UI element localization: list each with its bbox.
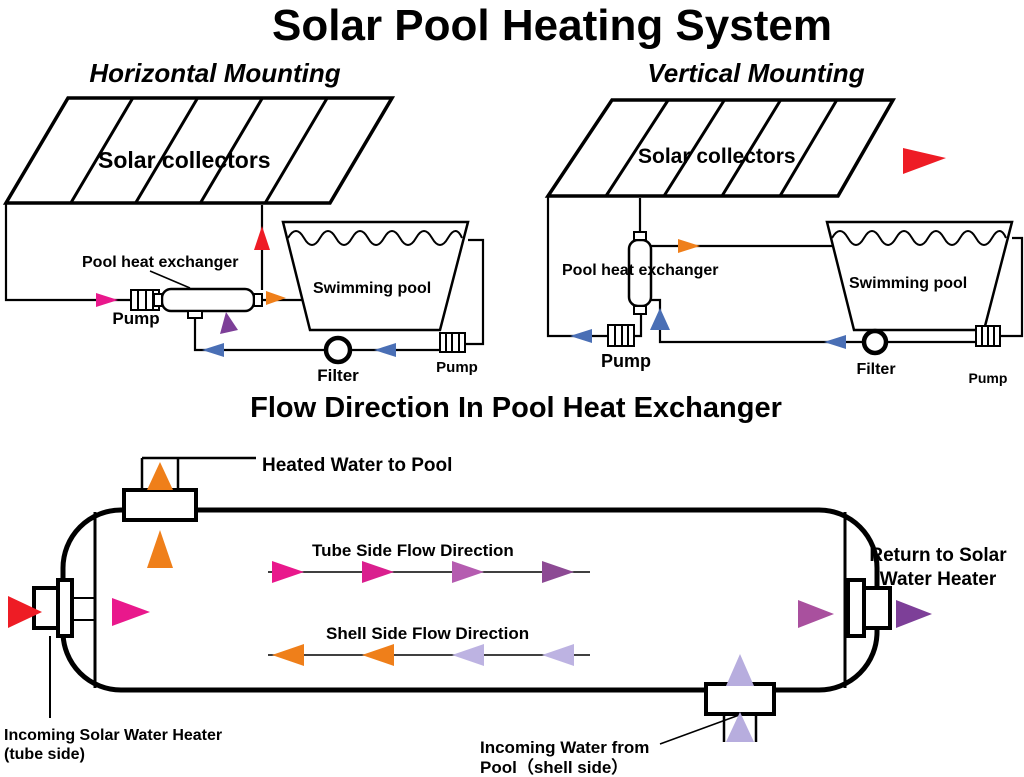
heated-water-label: Heated Water to Pool (262, 455, 452, 476)
collectors-label: Solar collectors (98, 147, 271, 173)
inlet-arrow-right (112, 598, 150, 626)
solar-collector-panel (2, 96, 396, 205)
flow-arrow-up (254, 226, 270, 250)
tube-flow-arrow (272, 561, 304, 583)
pump-label: Pump (112, 309, 159, 328)
shell-flow-arrow (542, 644, 574, 666)
return-label-line1: Return to Solar (869, 545, 1007, 566)
tube-sheet-lines (93, 512, 847, 688)
right-port-stub (862, 586, 892, 630)
bottom-port-flange (704, 682, 776, 716)
pump-label: Pump (601, 351, 651, 371)
flow-arrow-right (96, 293, 118, 307)
flow-arrow-up (220, 312, 238, 334)
inlet-arrow-right (8, 596, 42, 628)
page-title: Solar Pool Heating System (272, 1, 832, 50)
pool-water-line (831, 230, 1007, 246)
left-port-tube (72, 597, 96, 621)
flow-arrow-left (570, 329, 592, 343)
top-port-pipe (140, 456, 256, 490)
flow-arrow-left (374, 343, 396, 357)
pool-label: Swimming pool (849, 275, 967, 292)
vertical-heading: Vertical Mounting (647, 58, 864, 88)
pump-label: Pump (969, 370, 1008, 386)
pump-hatch (614, 325, 629, 346)
pump-hatch (445, 333, 460, 352)
tube-flow-arrow (542, 561, 574, 583)
outlet-arrow-up (147, 462, 173, 490)
incoming-pool-label-line1: Incoming Water from (480, 738, 649, 757)
vertical-mounting-diagram: Vertical Mounting Solar collectors Pool … (544, 58, 1024, 386)
top-port-flange (122, 488, 198, 522)
filter-label: Filter (856, 361, 895, 378)
heat-exchanger-label: Pool heat exchanger (82, 254, 239, 271)
swimming-pool (281, 220, 470, 332)
heat-exchanger-label: Pool heat exchanger (562, 262, 719, 279)
shell-side-label: Shell Side Flow Direction (326, 624, 529, 643)
pump-label: Pump (436, 359, 478, 376)
tube-flow-arrow (452, 561, 484, 583)
collectors-label: Solar collectors (638, 145, 796, 168)
heat-exchanger-end-cap (633, 305, 647, 315)
flow-arrow-up (650, 308, 670, 330)
right-port-flange (846, 578, 866, 638)
left-port-stub (32, 586, 60, 630)
shell-flow-arrow (272, 644, 304, 666)
label-pointer-line (659, 713, 743, 745)
incoming-pool-label-line2: Pool（shell side） (480, 757, 628, 777)
inlet-arrow-up (726, 712, 754, 742)
flow-arrow-left (202, 343, 224, 357)
flow-arrow-left (824, 335, 846, 349)
horizontal-heading: Horizontal Mounting (89, 58, 340, 88)
collector-cell-dividers (69, 97, 329, 204)
outlet-arrow-up (147, 530, 173, 568)
heat-exchanger-end-cap (633, 231, 647, 241)
return-label-line2: Water Heater (880, 569, 997, 590)
inlet-arrow-up (726, 654, 754, 686)
incoming-solar-label-line1: Incoming Solar Water Heater (4, 727, 222, 744)
pipes (546, 196, 1024, 344)
shell-flow-arrow (362, 644, 394, 666)
collector-cell-dividers (604, 99, 839, 197)
flow-heading: Flow Direction In Pool Heat Exchanger (250, 392, 782, 424)
tube-flow-arrow (362, 561, 394, 583)
filter-icon (861, 328, 889, 356)
pool-label: Swimming pool (313, 280, 431, 297)
horizontal-mounting-diagram: Horizontal Mounting Solar collectors Pum… (2, 58, 485, 385)
heat-exchanger-stub (187, 310, 203, 319)
heat-exchanger-end-cap (253, 293, 263, 307)
flow-arrow-right (678, 239, 700, 253)
outlet-arrow-right (896, 600, 932, 628)
solar-collector-panel (544, 98, 897, 198)
flow-arrow-right (903, 148, 946, 174)
label-pointer-line (149, 270, 191, 289)
pool-water-line (287, 230, 463, 246)
filter-icon (323, 335, 353, 365)
outlet-arrow-right (798, 600, 834, 628)
heat-exchanger-end-cap (153, 293, 163, 307)
pump-hatch (981, 326, 995, 346)
filter-label: Filter (317, 366, 359, 385)
flow-arrow-right (266, 291, 286, 305)
shell-flow-arrow (452, 644, 484, 666)
tube-side-label: Tube Side Flow Direction (312, 541, 514, 560)
incoming-solar-label-line2: (tube side) (4, 746, 85, 763)
heat-exchanger-icon (160, 287, 256, 313)
exchanger-shell-body (60, 507, 880, 693)
heat-exchanger-flow-diagram: Flow Direction In Pool Heat Exchanger (4, 392, 1007, 777)
left-port-flange (56, 578, 74, 638)
bottom-port-pipe (722, 714, 758, 742)
